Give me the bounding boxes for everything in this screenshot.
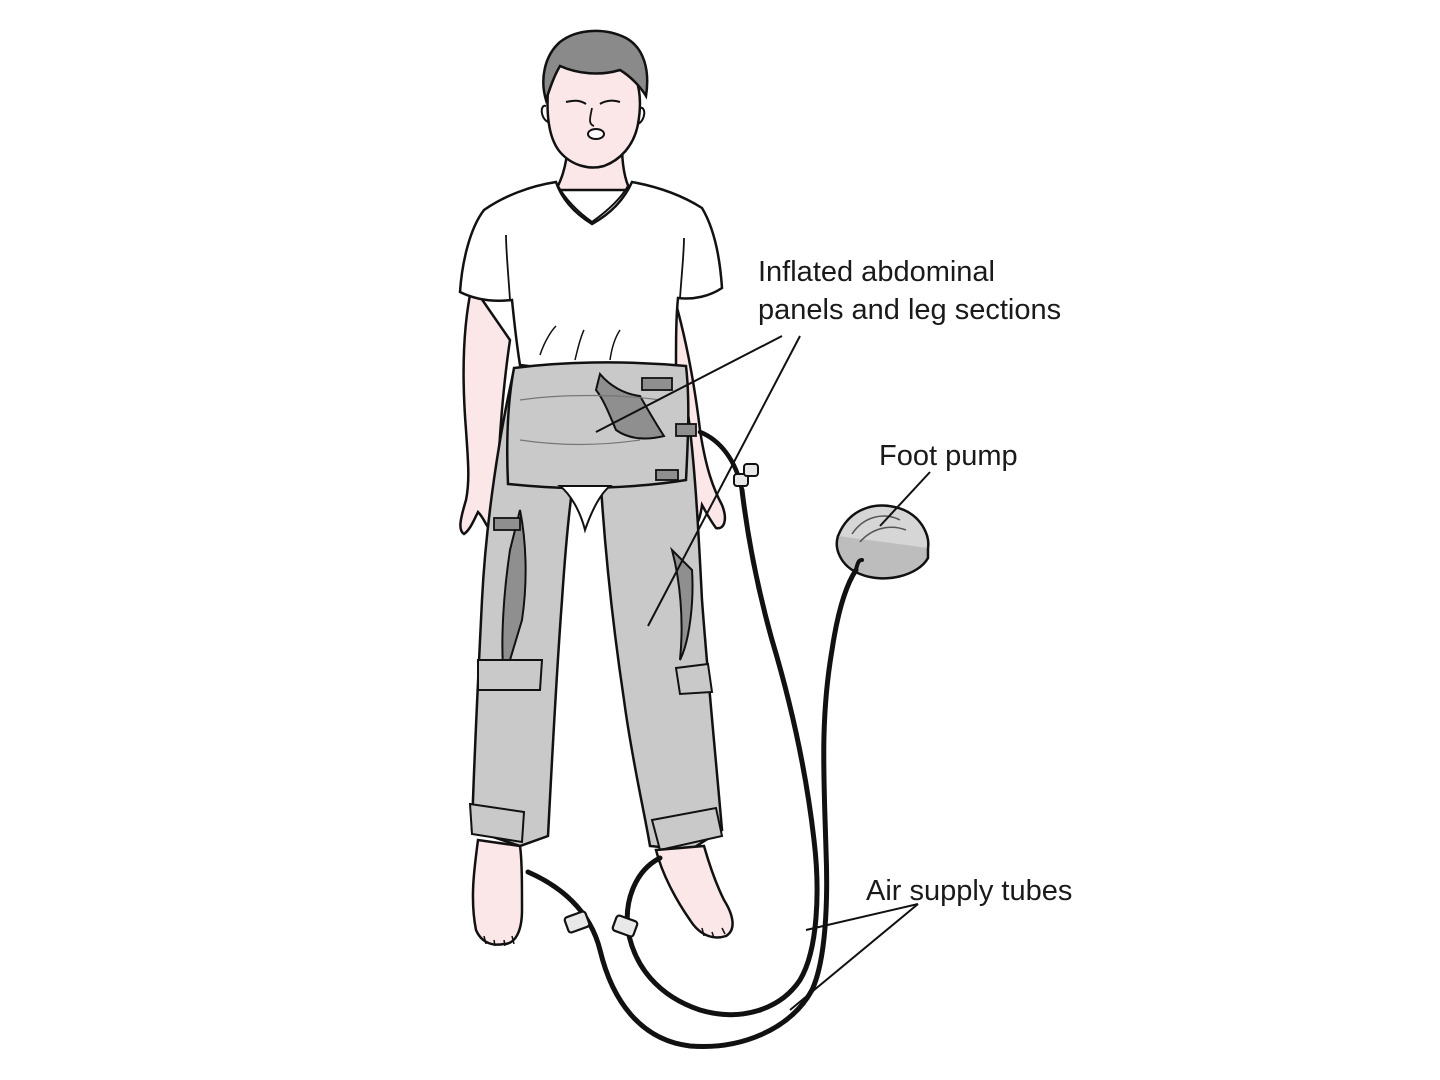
leader-lines [595, 335, 931, 1011]
label-panels-line1: Inflated abdominal [758, 256, 995, 288]
leader-pump [879, 471, 931, 527]
label-foot-pump: Foot pump [879, 440, 1018, 472]
leader-tubes-a [805, 903, 919, 931]
leader-tubes-b [789, 903, 919, 1011]
t-shirt [458, 180, 724, 372]
leader-panels-abdomen [595, 335, 783, 433]
head [540, 29, 649, 169]
air-supply-tubes [525, 429, 864, 1049]
anti-shock-trousers [468, 361, 724, 852]
foot-pump [835, 504, 930, 580]
feet [471, 838, 734, 947]
label-inflated-panels: Inflated abdominal panels and leg sectio… [758, 253, 1061, 329]
leader-panels-leg [647, 335, 801, 627]
label-air-supply-tubes: Air supply tubes [866, 875, 1073, 907]
label-panels-line2: panels and leg sections [758, 294, 1062, 326]
hair [542, 29, 649, 105]
